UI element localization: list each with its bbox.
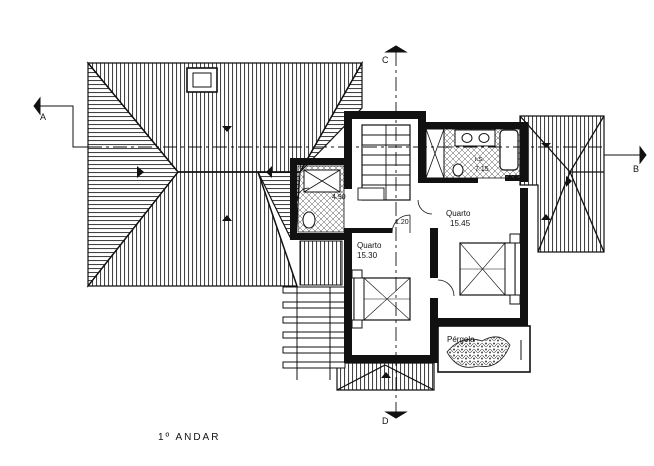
slope-arrow-icon xyxy=(137,166,144,178)
pergola-area xyxy=(437,325,531,373)
doors xyxy=(296,187,455,297)
slope-arrow-icon xyxy=(222,215,232,221)
sink-icon xyxy=(478,133,490,143)
south-roof xyxy=(336,362,435,391)
quarto-right-name: Quarto xyxy=(446,209,471,218)
east-roof xyxy=(519,115,605,253)
sheet-title: 1º ANDAR xyxy=(158,432,220,443)
pergola-beams xyxy=(282,240,346,380)
hall-area: 1.20 xyxy=(395,219,409,226)
slope-arrow-icon xyxy=(541,143,551,148)
slope-arrow-icon xyxy=(566,176,572,187)
quarto-left-name: Quarto xyxy=(357,241,382,250)
toilet-icon xyxy=(302,211,316,229)
section-a-line xyxy=(40,105,88,148)
pergola-label: Pérgola xyxy=(447,335,475,344)
walls xyxy=(290,111,528,363)
is-name: i.s. xyxy=(475,156,484,163)
wc-room xyxy=(297,165,345,233)
quarto-left-area: 15.30 xyxy=(357,251,378,260)
section-b-label: B xyxy=(633,164,639,174)
is-area: 7.15 xyxy=(475,166,489,173)
slope-arrow-icon xyxy=(541,214,551,220)
slope-arrow-icon xyxy=(222,126,232,132)
section-lines xyxy=(33,45,647,419)
is-room xyxy=(425,128,521,179)
section-c-label: C xyxy=(382,55,389,65)
slope-arrow-icon xyxy=(266,166,272,178)
bed-left xyxy=(351,269,411,329)
toilet-icon xyxy=(452,163,464,177)
staircase xyxy=(357,124,411,201)
bed-right xyxy=(459,233,521,305)
section-d-label: D xyxy=(382,416,389,426)
quarto-right-area: 15.45 xyxy=(450,219,471,228)
bathtub-icon xyxy=(499,129,519,171)
slope-arrow-icon xyxy=(381,372,391,378)
wc-area: 4.90 xyxy=(332,194,346,201)
section-a-label: A xyxy=(40,112,46,122)
sink-icon xyxy=(461,133,473,143)
main-roof xyxy=(86,60,364,288)
